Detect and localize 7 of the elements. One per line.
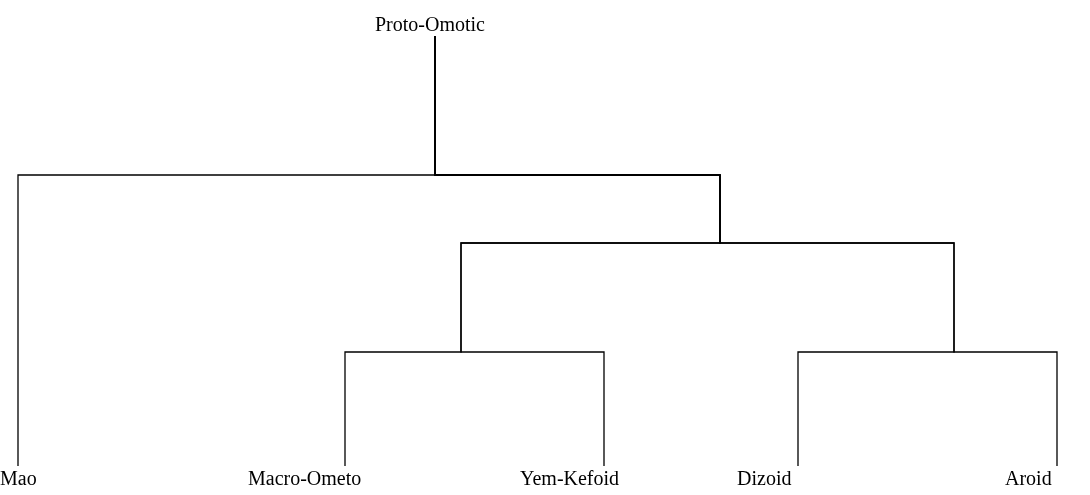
language-label: Aroid (1005, 466, 1052, 490)
language-label: Mao (0, 466, 37, 490)
tree-branch-line (434, 35, 1058, 467)
language-label: Dizoid (737, 466, 792, 490)
language-label: Proto-Omotic (375, 12, 485, 36)
language-label: Macro-Ometo (248, 466, 362, 490)
language-label: Yem-Kefoid (520, 466, 620, 490)
